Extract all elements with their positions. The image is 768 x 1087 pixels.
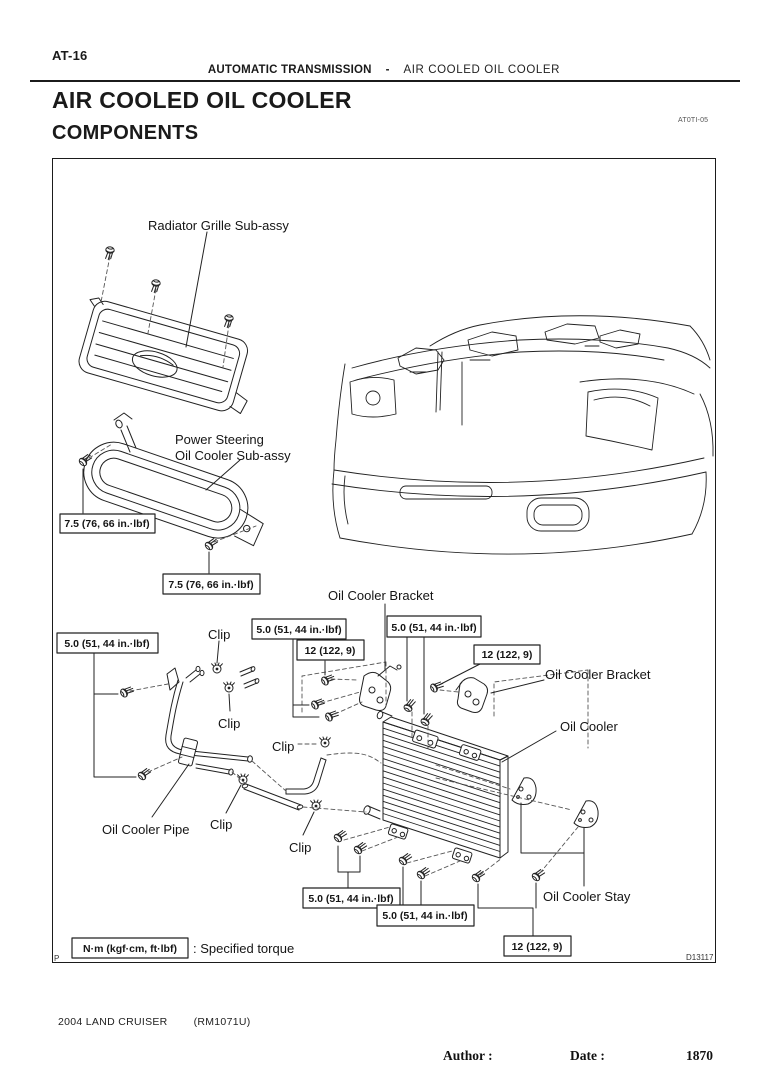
torque-box-9: 5.0 (51, 44 in.·lbf)	[382, 910, 467, 922]
running-header: AUTOMATIC TRANSMISSION - AIR COOLED OIL CO…	[0, 64, 768, 76]
legend-description: : Specified torque	[193, 941, 294, 956]
torque-spec-boxes	[56, 513, 572, 959]
label-clip-5: Clip	[289, 840, 311, 855]
oil-cooler-pipe-drawing	[165, 665, 327, 811]
author-label: Author :	[443, 1048, 493, 1063]
running-header-section: AUTOMATIC TRANSMISSION	[207, 64, 372, 76]
torque-box-6: 12 (122, 9)	[305, 645, 356, 657]
oil-cooler-drawing	[363, 710, 509, 864]
model-name: 2004 LAND CRUISER	[58, 1016, 168, 1028]
torque-box-1: 7.5 (76, 66 in.·lbf)	[64, 518, 149, 530]
vehicle-front-drawing	[331, 315, 714, 555]
service-ref-code: AT0TI-05	[678, 117, 709, 124]
manual-ref: (RM1071U)	[193, 1016, 251, 1028]
label-clip-4: Clip	[210, 817, 232, 832]
torque-box-7: 12 (122, 9)	[482, 649, 533, 661]
torque-box-3: 5.0 (51, 44 in.·lbf)	[64, 638, 149, 650]
section-title: COMPONENTS	[52, 122, 199, 144]
torque-box-8: 5.0 (51, 44 in.·lbf)	[308, 893, 393, 905]
assembly-guide-lines	[88, 255, 589, 877]
label-power-steering-1: Power Steering	[175, 432, 264, 447]
page-number: 1870	[686, 1048, 713, 1063]
label-clip-3: Clip	[272, 739, 294, 754]
figure-code: D13117	[686, 953, 714, 962]
figure-border	[52, 158, 716, 963]
label-clip-2: Clip	[218, 716, 240, 731]
fastener-bolts	[118, 671, 547, 884]
radiator-grille-drawing	[78, 245, 249, 415]
label-radiator-grille: Radiator Grille Sub-assy	[148, 218, 289, 233]
torque-box-10: 12 (122, 9)	[512, 941, 563, 953]
torque-box-5: 5.0 (51, 44 in.·lbf)	[391, 622, 476, 634]
corner-mark: P	[54, 954, 59, 963]
model-line: 2004 LAND CRUISER (RM1071U)	[58, 1016, 277, 1028]
leader-lines	[82, 231, 585, 937]
label-oil-cooler-pipe: Oil Cooler Pipe	[102, 822, 189, 837]
torque-box-2: 7.5 (76, 66 in.·lbf)	[168, 579, 253, 591]
fastener-clips	[211, 662, 331, 811]
oil-cooler-stay-drawing	[511, 777, 599, 828]
running-header-subsection: AIR COOLED OIL COOLER	[403, 64, 561, 76]
running-header-separator: -	[385, 64, 390, 76]
power-steering-cooler-drawing	[77, 412, 264, 552]
header-rule	[30, 80, 740, 82]
label-oil-cooler-bracket-top: Oil Cooler Bracket	[328, 588, 434, 603]
label-oil-cooler: Oil Cooler	[560, 719, 618, 734]
components-diagram: Radiator Grille Sub-assy Power Steering …	[54, 218, 714, 963]
label-oil-cooler-stay: Oil Cooler Stay	[543, 889, 631, 904]
oil-cooler-bracket-left-drawing	[359, 664, 402, 711]
date-label: Date :	[570, 1048, 605, 1063]
page-title: AIR COOLED OIL COOLER	[52, 87, 352, 113]
label-power-steering-2: Oil Cooler Sub-assy	[175, 448, 291, 463]
label-clip-1: Clip	[208, 627, 230, 642]
page-code: AT-16	[52, 48, 88, 63]
torque-box-4: 5.0 (51, 44 in.·lbf)	[256, 624, 341, 636]
label-oil-cooler-bracket-right: Oil Cooler Bracket	[545, 667, 651, 682]
oil-cooler-bracket-right-drawing	[455, 677, 489, 713]
legend-unit-box: N·m (kgf·cm, ft·lbf)	[83, 943, 177, 955]
